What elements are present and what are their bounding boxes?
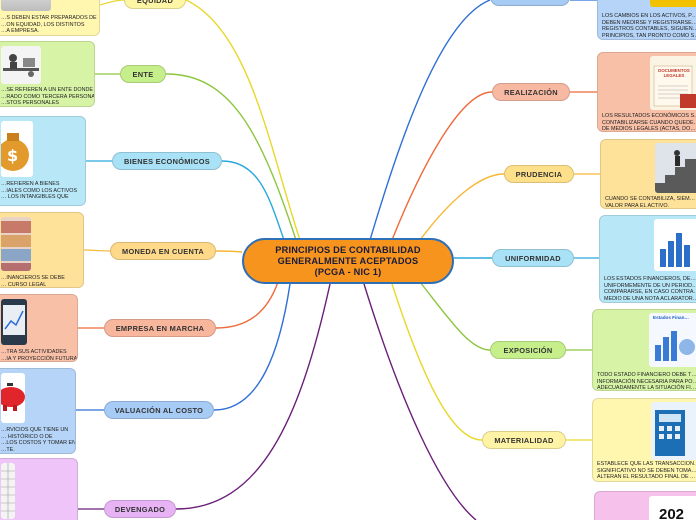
card-realizacion-text: LOS RESULTADOS ECONÓMICOS S… CONTABILIZA…: [602, 113, 696, 132]
piggy-bank-icon: [1, 373, 25, 423]
legal-documents-image: DOCUMENTOS LEGALES: [650, 56, 696, 110]
card-materialidad: ESTABLECE QUE LAS TRANSACCION… SIGNIFICA…: [592, 398, 696, 482]
card-bienes-text: …REFIEREN A BIENES …IALES COMO LOS ACTIV…: [1, 181, 78, 201]
node-uniformidad[interactable]: UNIFORMIDAD: [492, 249, 574, 267]
node-bienes-economicos[interactable]: BIENES ECONÓMICOS: [112, 152, 222, 170]
node-exposicion[interactable]: EXPOSICIÓN: [490, 341, 566, 359]
card-bienes: $ …REFIEREN A BIENES …IALES COMO LOS ACT…: [0, 116, 86, 206]
stairs-man-image: [655, 143, 696, 193]
card-devengado: [0, 458, 78, 520]
equidad-image: [1, 0, 51, 11]
link-empresa: [215, 281, 279, 329]
ente-office-image: [1, 46, 41, 84]
card-prudencia-text: CUANDO SE CONTABILIZA, SIEM… VALOR PARA …: [605, 196, 696, 209]
card-equidad-text: …S DEBEN ESTAR PREPARADOS DE …ON EQUIDAD…: [1, 15, 97, 35]
card-top-right-text: LOS CAMBIOS EN LOS ACTIVOS, P… DEBEN MED…: [602, 13, 696, 39]
banknotes-image: [1, 217, 31, 271]
money-bag-icon: $: [1, 121, 33, 177]
node-empresa-en-marcha[interactable]: EMPRESA EN MARCHA: [104, 319, 216, 337]
card-valuacion: …RVICIOS QUE TIENE UN … HISTÓRICO O DE ……: [0, 368, 76, 454]
card-empresa: …TRA SUS ACTIVIDADES …IA Y PROYECCIÓN FU…: [0, 294, 78, 362]
node-devengado[interactable]: DEVENGADO: [104, 500, 176, 518]
documentos-label: DOCUMENTOS LEGALES: [658, 68, 690, 78]
link-moneda: [215, 250, 243, 253]
card-bottom-right: 202: [594, 491, 696, 520]
node-prudencia[interactable]: PRUDENCIA: [504, 165, 574, 183]
bar-chart-3d-image: [654, 219, 696, 271]
financial-statements-image: Estados Finan…: [649, 313, 696, 367]
link-ente: [165, 73, 297, 241]
top-right-image: [650, 0, 696, 7]
link-devengado: [175, 283, 331, 510]
card-uniformidad-text: LOS ESTADOS FINANCIEROS, DE… UNIFORMEMEN…: [604, 276, 696, 302]
card-valuacion-text: …RVICIOS QUE TIENE UN … HISTÓRICO O DE ……: [1, 427, 76, 453]
node-moneda-en-cuenta[interactable]: MONEDA EN CUENTA: [110, 242, 216, 260]
card-realizacion: DOCUMENTOS LEGALES LOS RESULTADOS ECONÓM…: [597, 52, 696, 132]
card-uniformidad: LOS ESTADOS FINANCIEROS, DE… UNIFORMEMEN…: [599, 215, 696, 303]
spreadsheet-image: [1, 463, 15, 519]
link-bottom-right: [363, 283, 477, 520]
tablet-chart-image: [1, 299, 27, 345]
node-materialidad[interactable]: MATERIALIDAD: [482, 431, 566, 449]
calendar-image: 202: [649, 496, 696, 520]
card-exposicion-text: TODO ESTADO FINANCIERO DEBE T… INFORMACI…: [597, 372, 696, 391]
node-equidad[interactable]: EQUIDAD: [124, 0, 186, 9]
card-equidad: …S DEBEN ESTAR PREPARADOS DE …ON EQUIDAD…: [0, 0, 100, 36]
link-prudencia: [419, 173, 505, 241]
calculator-image: [651, 402, 696, 460]
calendar-year: 202: [659, 506, 685, 520]
node-ente[interactable]: ENTE: [120, 65, 166, 83]
link-realizacion: [391, 91, 493, 241]
card-moneda: …INANCIEROS SE DEBE … CURSO LEGAL: [0, 212, 84, 288]
node-valuacion-al-costo[interactable]: VALUACIÓN AL COSTO: [104, 401, 214, 419]
link-valuacion: [213, 283, 291, 411]
card-ente-text: …SE REFIEREN A UN ENTE DONDE …RADO COMO …: [1, 87, 95, 107]
link-materialidad: [391, 283, 483, 441]
link-equidad: [185, 0, 301, 241]
card-top-right: LOS CAMBIOS EN LOS ACTIVOS, P… DEBEN MED…: [597, 0, 696, 40]
svg-text:$: $: [7, 146, 18, 165]
estados-label: Estados Finan…: [653, 315, 689, 320]
node-top-right[interactable]: [490, 0, 570, 6]
card-prudencia: CUANDO SE CONTABILIZA, SIEM… VALOR PARA …: [600, 139, 696, 209]
card-materialidad-text: ESTABLECE QUE LAS TRANSACCION… SIGNIFICA…: [597, 461, 696, 481]
card-empresa-text: …TRA SUS ACTIVIDADES …IA Y PROYECCIÓN FU…: [1, 349, 78, 362]
link-bienes: [221, 160, 285, 241]
node-realizacion[interactable]: REALIZACIÓN: [492, 83, 570, 101]
card-exposicion: Estados Finan… TODO ESTADO FINANCIERO DE…: [592, 309, 696, 391]
central-topic[interactable]: PRINCIPIOS DE CONTABILIDAD GENERALMENTE …: [242, 238, 454, 284]
link-top-right: [369, 0, 491, 241]
link-exposicion: [419, 281, 491, 351]
card-ente: …SE REFIEREN A UN ENTE DONDE …RADO COMO …: [0, 41, 95, 107]
card-moneda-text: …INANCIEROS SE DEBE … CURSO LEGAL: [1, 275, 65, 288]
